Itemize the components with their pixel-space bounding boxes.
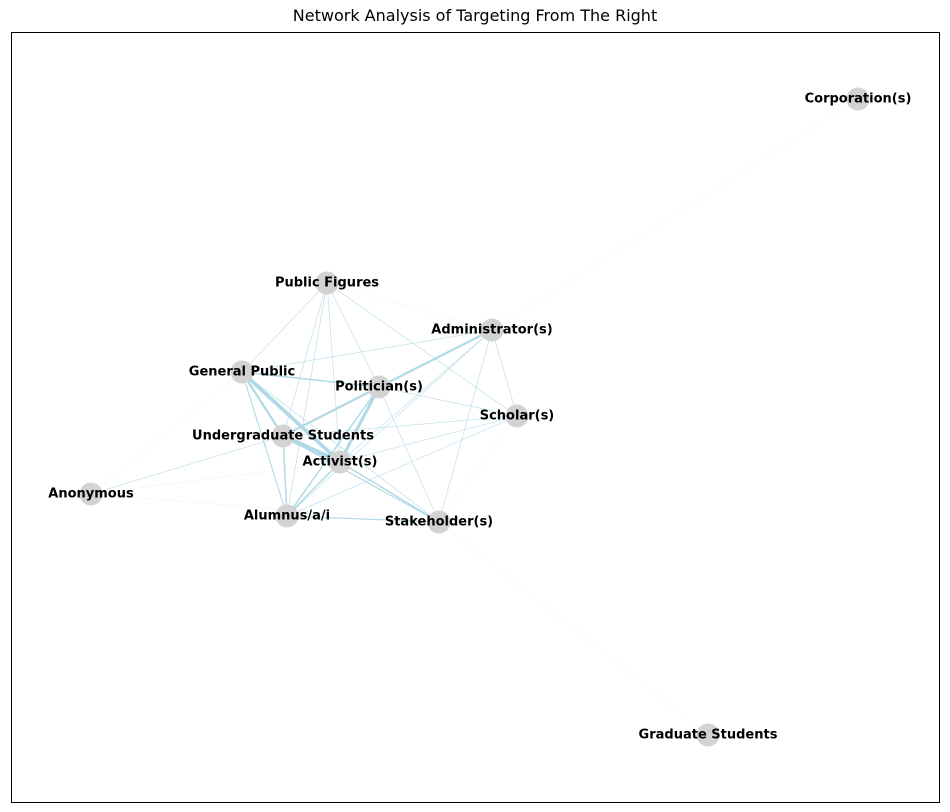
edge-undergrad-stakeholders [282,435,440,523]
edge-stakeholders-grad_students [438,521,709,736]
edge-general_public-activists [240,370,342,464]
edge-public_figures-activists [326,282,341,463]
node-activists [328,450,352,474]
edge-general_public-alumni [241,371,288,517]
node-label-activists: Activist(s) [303,455,378,470]
edge-administrators-stakeholders [438,329,493,523]
chart-title: Network Analysis of Targeting From The R… [292,6,658,25]
edge-activists-stakeholders [339,461,440,523]
edge-administrators-alumni [286,329,493,517]
node-undergrad [271,424,295,448]
node-label-alumni: Alumnus/a/i [244,509,330,524]
edge-administrators-corporations [491,98,859,331]
node-grad_students [696,723,720,747]
node-scholars [505,404,529,428]
edge-undergrad-anonymous [90,435,284,495]
edge-politicians-alumni [286,386,380,517]
edge-anonymous-stakeholders [90,493,440,523]
edge-anonymous-activists [90,461,341,495]
edge-public_figures-general_public [241,282,328,373]
node-label-administrators: Administrator(s) [431,323,552,338]
edge-public_figures-alumni [286,282,328,517]
node-label-general_public: General Public [189,365,295,380]
edge-general_public-undergrad [241,371,284,437]
edge-administrators-general_public [241,329,493,373]
edge-layer [90,98,859,736]
edge-administrators-activists [339,329,493,463]
node-corporations [846,87,870,111]
edge-scholars-stakeholders [438,415,518,523]
node-stakeholders [427,510,451,534]
node-public_figures [315,271,339,295]
edge-activists-alumni [286,461,341,517]
node-administrators [480,318,504,342]
node-layer [79,87,870,747]
edge-general_public-stakeholders [241,371,440,523]
edge-public_figures-politicians [326,282,380,388]
edge-general_public-anonymous [90,371,243,495]
node-label-scholars: Scholar(s) [480,409,555,424]
edge-public_figures-scholars [326,282,518,417]
edge-politicians-stakeholders [378,386,440,523]
node-general_public [230,360,254,384]
node-alumni [275,504,299,528]
edge-public_figures-undergrad [282,282,328,437]
node-label-anonymous: Anonymous [48,487,134,502]
edge-scholars-alumni [286,415,518,517]
node-politicians [367,375,391,399]
node-label-stakeholders: Stakeholder(s) [385,515,493,530]
node-label-public_figures: Public Figures [275,276,379,291]
label-layer: Corporation(s) Public FiguresAdministrato… [48,92,911,743]
node-label-undergrad: Undergraduate Students [192,429,374,444]
edge-public_figures-administrators [326,282,493,331]
edge-politicians-undergrad [282,385,380,438]
node-label-corporations: Corporation(s) [805,92,912,107]
edge-politicians-activists [338,386,381,463]
edge-alumni-stakeholders [286,515,440,523]
edge-scholars-activists [339,415,518,463]
node-label-politicians: Politician(s) [335,380,423,395]
edge-politicians-scholars [378,386,518,417]
node-anonymous [79,482,103,506]
plot-frame [11,32,940,803]
edge-undergrad-alumni [282,435,288,517]
edge-administrators-scholars [491,329,518,417]
node-label-grad_students: Graduate Students [639,728,778,743]
